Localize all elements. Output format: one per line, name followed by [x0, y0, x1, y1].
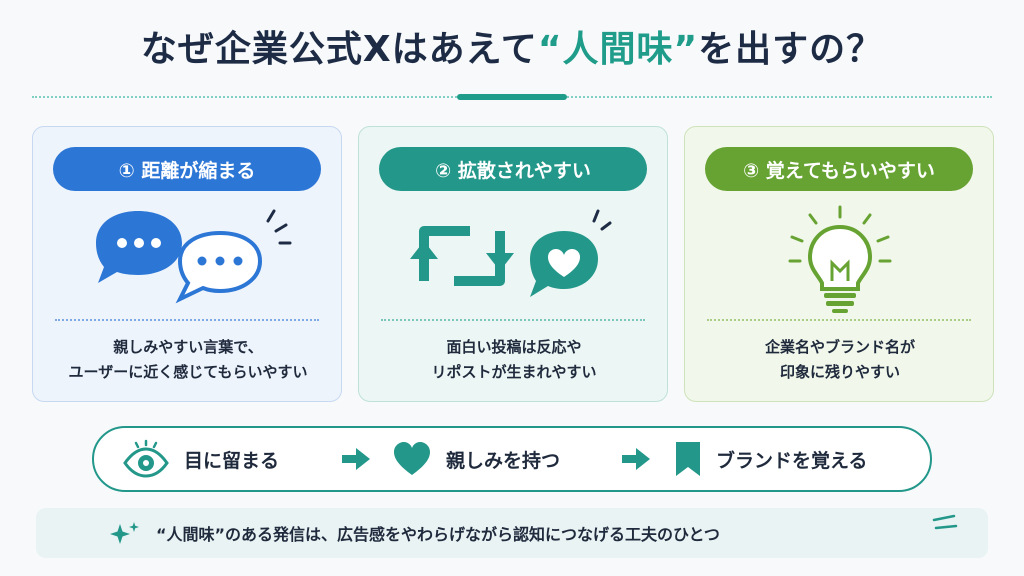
repost-heart-icon — [410, 209, 612, 297]
card-memorable-label: ③ 覚えてもらいやすい — [705, 147, 973, 191]
flow-step-notice-label: 目に留まる — [184, 449, 280, 472]
card-memorable-text: 企業名やブランド名が 印象に残りやすい — [764, 338, 915, 381]
accent-lines-icon — [932, 514, 958, 530]
card-divider — [55, 319, 319, 321]
flow-step-remember-label: ブランドを覚える — [716, 449, 868, 472]
card-spread-text: 面白い投稿は反応や リポストが生まれやすい — [431, 338, 597, 381]
flow-step-affinity: 親しみを持つ — [392, 428, 560, 490]
arrow-right-icon — [342, 448, 370, 470]
bookmark-icon — [676, 442, 700, 476]
card-divider — [707, 319, 971, 321]
flow-bar: 目に留まる 親しみを持つ ブランドを覚える — [92, 426, 932, 492]
card-distance: ① 距離が縮まる 親しみやすい言葉で、 ユーザーに近く感じてもらいやすい — [32, 126, 342, 402]
arrow-right-icon — [622, 448, 650, 470]
eye-icon — [123, 439, 169, 478]
lightbulb-icon — [788, 205, 892, 313]
title-accent: “人間味” — [537, 29, 699, 70]
title-divider-accent — [457, 94, 567, 100]
card-spread: ② 拡散されやすい 面白い投稿は反応や リポストが生まれやすい — [358, 126, 668, 402]
card-spread-label: ② 拡散されやすい — [379, 147, 647, 191]
card-divider — [381, 319, 645, 321]
card-distance-text: 親しみやすい言葉で、 ユーザーに近く感じてもらいやすい — [68, 338, 308, 381]
footer-text: “人間味”のある発信は、広告感をやわらげながら認知につなげる工夫のひとつ — [156, 525, 720, 544]
flow-step-remember: ブランドを覚える — [674, 428, 867, 490]
heart-icon — [394, 442, 430, 475]
flow-step-notice: 目に留まる — [122, 428, 279, 490]
title-after: を出すの？ — [698, 29, 884, 70]
title-before: なぜ企業公式Xはあえて — [140, 29, 538, 70]
page-title: なぜ企業公式Xはあえて“人間味”を出すの？ — [0, 20, 1024, 72]
chat-bubbles-icon — [96, 209, 292, 304]
sparkle-icon — [110, 522, 139, 544]
card-memorable: ③ 覚えてもらいやすい 企業名やブランド名が 印象に残りやすい — [684, 126, 994, 402]
card-distance-label: ① 距離が縮まる — [53, 147, 321, 191]
flow-step-affinity-label: 親しみを持つ — [446, 449, 561, 472]
footer-note: “人間味”のある発信は、広告感をやわらげながら認知につなげる工夫のひとつ — [36, 508, 988, 558]
